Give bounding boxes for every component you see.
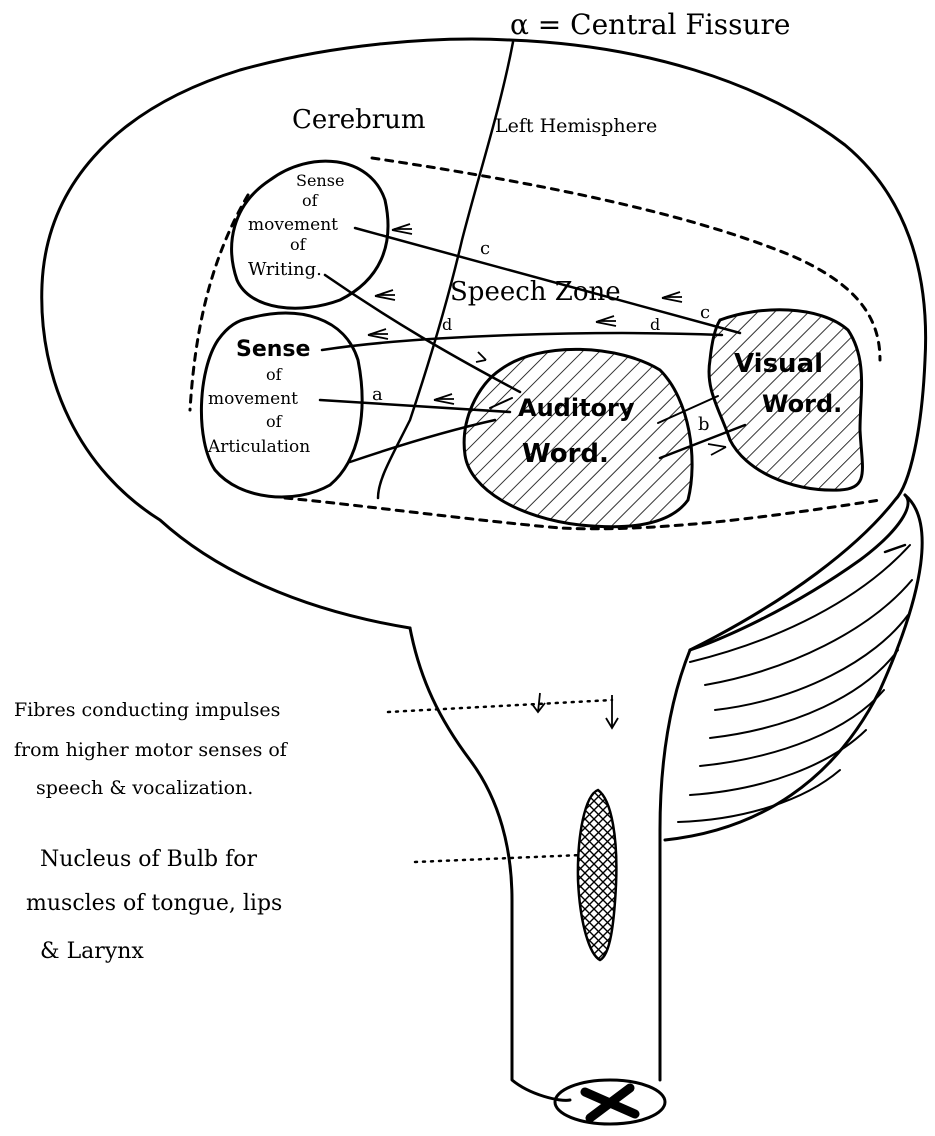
svg-text:c: c xyxy=(700,302,710,323)
svg-text:from higher motor senses of: from higher motor senses of xyxy=(14,739,289,761)
central-fissure-label: α = Central Fissure xyxy=(510,8,791,41)
articulation-area-outline xyxy=(200,311,364,499)
svg-text:Sense: Sense xyxy=(236,337,310,362)
fibres-label: Fibres conducting impulses from higher m… xyxy=(14,699,289,799)
path-letters: c c d d a b xyxy=(372,238,710,435)
svg-text:d: d xyxy=(442,315,452,334)
brain-stem xyxy=(408,626,692,1126)
svg-text:d: d xyxy=(650,315,660,334)
svg-text:a: a xyxy=(372,384,383,405)
svg-text:Sense: Sense xyxy=(296,171,344,190)
svg-text:& Larynx: & Larynx xyxy=(40,939,144,964)
svg-text:movement: movement xyxy=(248,215,338,235)
svg-text:of: of xyxy=(266,365,283,384)
svg-text:Articulation: Articulation xyxy=(207,437,310,457)
fibres-leader xyxy=(386,698,614,714)
svg-text:b: b xyxy=(698,414,710,435)
speech-zone-label: Speech Zone xyxy=(450,277,621,307)
svg-text:speech & vocalization.: speech & vocalization. xyxy=(36,777,253,799)
svg-text:of: of xyxy=(266,412,283,431)
writing-area-outline xyxy=(230,159,390,310)
svg-text:Word.: Word. xyxy=(762,390,842,418)
svg-text:Visual: Visual xyxy=(734,349,823,379)
svg-text:Auditory: Auditory xyxy=(518,394,635,422)
svg-text:Fibres conducting impulses: Fibres conducting impulses xyxy=(14,699,280,721)
speech-zone-boundary xyxy=(370,156,882,362)
svg-text:Nucleus of Bulb for: Nucleus of Bulb for xyxy=(40,847,257,872)
visual-word-area xyxy=(707,308,864,492)
auditory-word-area xyxy=(462,347,694,529)
direction-arrows xyxy=(367,223,727,730)
svg-text:muscles of tongue, lips: muscles of tongue, lips xyxy=(26,891,282,916)
svg-text:c: c xyxy=(480,238,490,259)
articulation-label: Sense of movement of Articulation xyxy=(207,337,310,457)
nucleus-leader xyxy=(413,853,584,864)
cerebrum-outline xyxy=(40,37,928,652)
svg-text:Writing.: Writing. xyxy=(248,259,322,280)
central-fissure xyxy=(376,40,515,500)
svg-text:Word.: Word. xyxy=(522,439,609,469)
nucleus-of-bulb xyxy=(576,788,618,962)
auditory-word-label: Auditory Word. xyxy=(518,394,635,469)
cerebrum-label: Cerebrum xyxy=(292,105,426,135)
writing-label: Sense of movement of Writing. xyxy=(248,171,344,280)
cerebellum xyxy=(663,493,924,842)
svg-text:of: of xyxy=(302,191,319,210)
visual-word-label: Visual Word. xyxy=(734,349,842,418)
connection-paths xyxy=(318,226,747,464)
svg-text:movement: movement xyxy=(208,389,298,409)
hemisphere-label: Left Hemisphere xyxy=(495,115,657,137)
nucleus-label: Nucleus of Bulb for muscles of tongue, l… xyxy=(26,847,282,964)
svg-text:of: of xyxy=(290,235,307,254)
